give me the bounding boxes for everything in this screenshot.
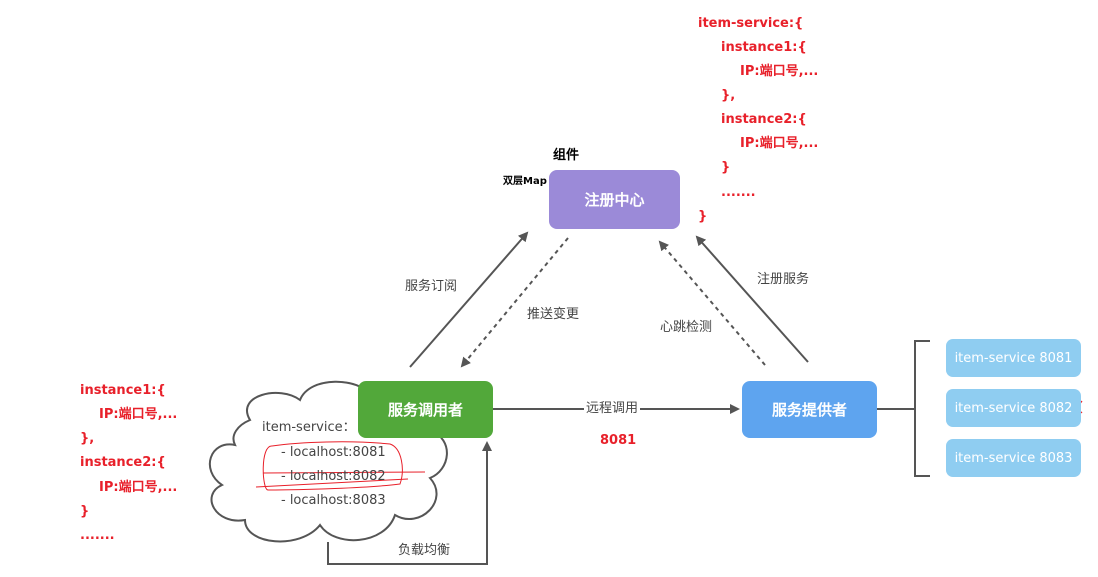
- code-line: }: [80, 504, 90, 519]
- registry-title: 注册中心: [584, 191, 645, 209]
- consumer-node[interactable]: 服务调用者: [358, 381, 493, 438]
- code-line: instance2:{: [80, 455, 166, 470]
- push-change-label: 推送变更: [527, 307, 580, 322]
- code-line: instance1:{: [721, 40, 807, 55]
- code-line: .......: [721, 185, 756, 200]
- cache-entry: - localhost:8081: [281, 445, 386, 460]
- code-line: },: [80, 431, 95, 446]
- push-change-arrow: [460, 237, 569, 368]
- remote-call-label: 远程调用: [584, 401, 641, 416]
- code-line: IP:端口号,...: [740, 64, 819, 79]
- subscribe-label: 服务订阅: [405, 279, 458, 294]
- load-balance-arrow: [327, 441, 492, 565]
- provider-title: 服务提供者: [771, 401, 847, 419]
- red-circle-mark: [262, 441, 403, 491]
- cache-entry: - localhost:8083: [281, 493, 386, 508]
- instance-bracket: [877, 340, 930, 477]
- code-line: }: [698, 209, 708, 224]
- register-arrow: [695, 235, 809, 363]
- heartbeat-label: 心跳检测: [660, 320, 713, 335]
- cache-entry: - localhost:8082: [281, 469, 386, 484]
- code-line: IP:端口号,...: [99, 407, 178, 422]
- heartbeat-arrow: [658, 240, 766, 366]
- code-line: IP:端口号,...: [740, 136, 819, 151]
- code-line: }: [721, 160, 731, 175]
- component-label: 组件: [553, 148, 580, 163]
- instance-node[interactable]: item-service 8081: [946, 339, 1081, 377]
- consumer-title: 服务调用者: [387, 401, 463, 419]
- remote-port-label: 8081: [600, 433, 637, 448]
- code-line: instance1:{: [80, 383, 166, 398]
- code-line: IP:端口号,...: [99, 480, 178, 495]
- strike-line: [255, 478, 409, 488]
- instance-node[interactable]: item-service 8083: [946, 439, 1081, 477]
- strike-line: [262, 471, 426, 474]
- subscribe-arrow: [409, 231, 529, 368]
- structure-label: 双层Map: [503, 176, 547, 187]
- provider-node[interactable]: 服务提供者: [742, 381, 877, 438]
- cache-title: item-service：: [262, 420, 356, 435]
- code-line: .......: [80, 528, 115, 543]
- register-label: 注册服务: [757, 272, 810, 287]
- code-line: instance2:{: [721, 112, 807, 127]
- registry-node[interactable]: 注册中心: [549, 170, 680, 229]
- load-balance-label: 负载均衡: [398, 543, 451, 558]
- code-line: item-service:{: [698, 16, 804, 31]
- instance-node[interactable]: item-service 8082: [946, 389, 1081, 427]
- code-line: },: [721, 88, 736, 103]
